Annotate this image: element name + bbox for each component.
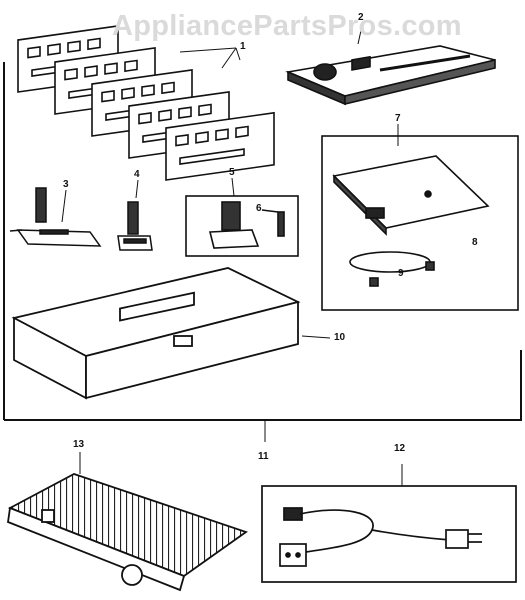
callout-9: 9 bbox=[398, 268, 404, 279]
callout-2: 2 bbox=[358, 12, 364, 23]
callout-5: 5 bbox=[229, 167, 235, 178]
callout-3: 3 bbox=[63, 179, 69, 190]
callout-11: 11 bbox=[258, 451, 269, 462]
callout-8: 8 bbox=[472, 237, 478, 248]
callout-6: 6 bbox=[256, 203, 262, 214]
watermark-text: AppliancePartsPros.com bbox=[112, 10, 462, 42]
callout-7: 7 bbox=[395, 113, 401, 124]
callout-4: 4 bbox=[134, 169, 140, 180]
pattern-cam-set bbox=[17, 25, 275, 181]
foot-controller bbox=[7, 473, 248, 592]
needle-plate-box bbox=[321, 135, 519, 311]
presser-foot-4 bbox=[117, 201, 153, 251]
power-cord-box bbox=[261, 485, 517, 583]
carrying-case bbox=[11, 267, 301, 400]
stitch-pattern-plate bbox=[285, 45, 496, 106]
callout-13: 13 bbox=[73, 439, 85, 450]
zipper-foot-box bbox=[185, 195, 299, 257]
callout-12: 12 bbox=[394, 443, 406, 454]
callout-1: 1 bbox=[240, 41, 246, 52]
leader-lines-1 bbox=[179, 47, 241, 69]
presser-foot-3 bbox=[9, 187, 102, 247]
callout-10: 10 bbox=[334, 332, 346, 343]
